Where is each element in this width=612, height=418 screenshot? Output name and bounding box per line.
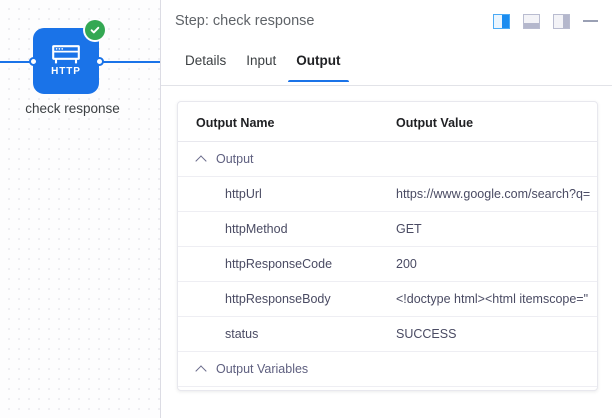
table-row[interactable]: httpResponseCode 200 (178, 246, 597, 282)
bottom-panel-icon[interactable] (523, 13, 540, 29)
output-value-cell: <!doctype html><html itemscope=" (396, 281, 597, 317)
node-input-port[interactable] (29, 57, 38, 66)
tab-output[interactable]: Output (286, 52, 350, 83)
node-label: check response (25, 101, 120, 116)
table-row[interactable]: status SUCCESS (178, 316, 597, 352)
table-group-row[interactable]: Output (178, 141, 597, 177)
canvas-panel-divider[interactable] (160, 0, 161, 418)
tab-details[interactable]: Details (185, 53, 227, 68)
chevron-up-icon (196, 154, 207, 165)
table-row[interactable]: httpMethod GET (178, 211, 597, 247)
table-group-row[interactable]: Output Variables (178, 351, 597, 387)
page-title: Step: check response (175, 13, 315, 29)
output-name-cell: foo (178, 387, 396, 391)
output-value-cell: 200 (396, 246, 597, 282)
node-icon-label: HTTP (51, 66, 81, 77)
split-panel-icon[interactable] (493, 13, 510, 29)
right-panel-icon[interactable] (553, 13, 570, 29)
output-name-cell: httpResponseCode (178, 246, 396, 282)
table-row[interactable]: httpUrl https://www.google.com/search?q= (178, 176, 597, 212)
tab-input[interactable]: Input (246, 53, 277, 68)
output-name-cell: httpResponseBody (178, 281, 396, 317)
workflow-canvas[interactable]: HTTP check response (0, 0, 161, 418)
group-label: Output Variables (216, 362, 309, 376)
group-toggle-output[interactable]: Output (196, 152, 591, 166)
step-details-panel: Step: check response Details Input Outpu… (161, 0, 612, 418)
output-table-card: Output Name Output Value Output (177, 101, 598, 391)
panel-header-actions (493, 13, 598, 29)
output-name-cell: httpMethod (178, 211, 396, 247)
column-header-output-value: Output Value (396, 102, 597, 142)
node-output-port[interactable] (95, 57, 104, 66)
column-header-output-name: Output Name (178, 102, 396, 142)
http-browser-icon: HTTP (33, 28, 99, 94)
group-label: Output (216, 152, 254, 166)
output-value-cell: GET (396, 211, 597, 247)
tabs-divider (161, 85, 612, 86)
output-value-cell: https://www.google.com/search?q= (396, 176, 597, 212)
table-row[interactable]: foo 200 (178, 387, 597, 391)
minimize-icon[interactable] (583, 14, 598, 29)
output-name-cell: httpUrl (178, 176, 396, 212)
output-name-cell: status (178, 316, 396, 352)
output-value-cell: SUCCESS (396, 316, 597, 352)
check-circle-icon (85, 20, 105, 40)
chevron-up-icon (196, 364, 207, 375)
group-toggle-output-variables[interactable]: Output Variables (196, 362, 591, 376)
output-table: Output Name Output Value Output (178, 102, 597, 391)
workflow-node-http[interactable]: HTTP (33, 28, 99, 94)
panel-body: Output Name Output Value Output (161, 86, 612, 418)
panel-tabs: Details Input Output (161, 42, 612, 86)
table-header-row: Output Name Output Value (178, 102, 597, 142)
table-row[interactable]: httpResponseBody <!doctype html><html it… (178, 281, 597, 317)
panel-header: Step: check response (161, 0, 612, 42)
output-value-cell: 200 (396, 387, 597, 391)
